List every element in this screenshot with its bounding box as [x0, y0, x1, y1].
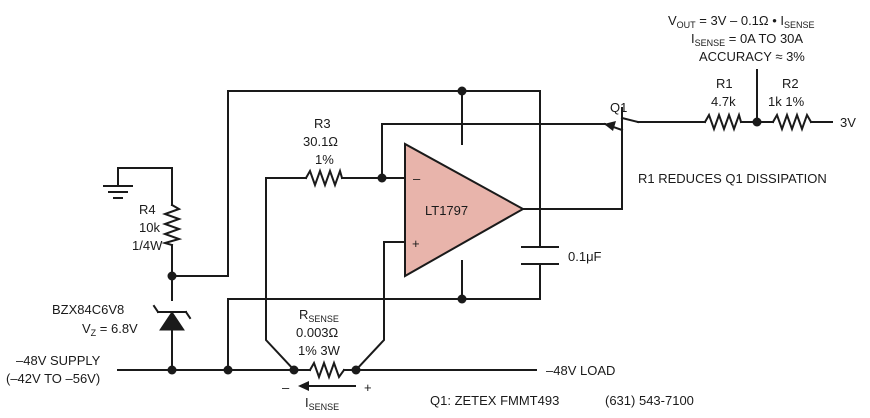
zener-diode-icon — [152, 304, 192, 331]
r1-resistor — [703, 111, 743, 132]
supply-range: (–42V TO –56V) — [6, 371, 100, 386]
q1-label: Q1 — [610, 100, 627, 115]
r2-resistor — [771, 112, 813, 132]
isense-arrow-label: ISENSE — [305, 395, 339, 412]
r2-value: 1k 1% — [768, 94, 805, 109]
zener-part: BZX84C6V8 — [52, 302, 124, 317]
output-equation: VOUT = 3V – 0.1Ω • ISENSE — [668, 13, 815, 30]
accuracy-label: ACCURACY ≈ 3% — [699, 49, 805, 64]
isense-arrow — [298, 381, 356, 391]
supply-label: –48V SUPPLY — [16, 353, 101, 368]
r2-name: R2 — [782, 76, 799, 91]
zener-vz: VZ = 6.8V — [82, 321, 138, 338]
r4-name: R4 — [139, 202, 156, 217]
q1-part-note: Q1: ZETEX FMMT493 — [430, 393, 559, 408]
capacitor-icon — [521, 246, 559, 265]
r4-resistor — [161, 203, 183, 247]
r1-value: 4.7k — [711, 94, 736, 109]
q1-transistor-icon — [603, 107, 640, 141]
r3-tolerance: 1% — [315, 152, 334, 167]
r1-name: R1 — [716, 76, 733, 91]
op-amp-lt1797: – + LT1797 — [404, 142, 526, 278]
rsense-value: 0.003Ω — [296, 325, 339, 340]
junction-dots — [167, 86, 762, 375]
ground-icon — [103, 185, 133, 199]
rsense-resistor — [308, 360, 346, 380]
phone-number: (631) 543-7100 — [605, 393, 694, 408]
r3-name: R3 — [314, 116, 331, 131]
r3-resistor — [304, 167, 344, 188]
rsense-plus: + — [364, 380, 372, 395]
load-label: –48V LOAD — [546, 363, 615, 378]
opamp-plus-sign: + — [412, 236, 420, 251]
rsense-spec: 1% 3W — [298, 343, 341, 358]
isense-range: ISENSE = 0A TO 30A — [691, 31, 803, 48]
r4-power: 1/4W — [132, 238, 163, 253]
cap-value: 0.1μF — [568, 249, 602, 264]
r3-value: 30.1Ω — [303, 134, 338, 149]
rsense-minus: – — [282, 380, 290, 395]
opamp-label: LT1797 — [425, 203, 468, 218]
r4-value: 10k — [139, 220, 160, 235]
rail-3v-label: 3V — [840, 115, 856, 130]
rsense-name: RSENSE — [299, 307, 339, 324]
r1-note: R1 REDUCES Q1 DISSIPATION — [638, 171, 827, 186]
opamp-minus-sign: – — [413, 171, 421, 186]
